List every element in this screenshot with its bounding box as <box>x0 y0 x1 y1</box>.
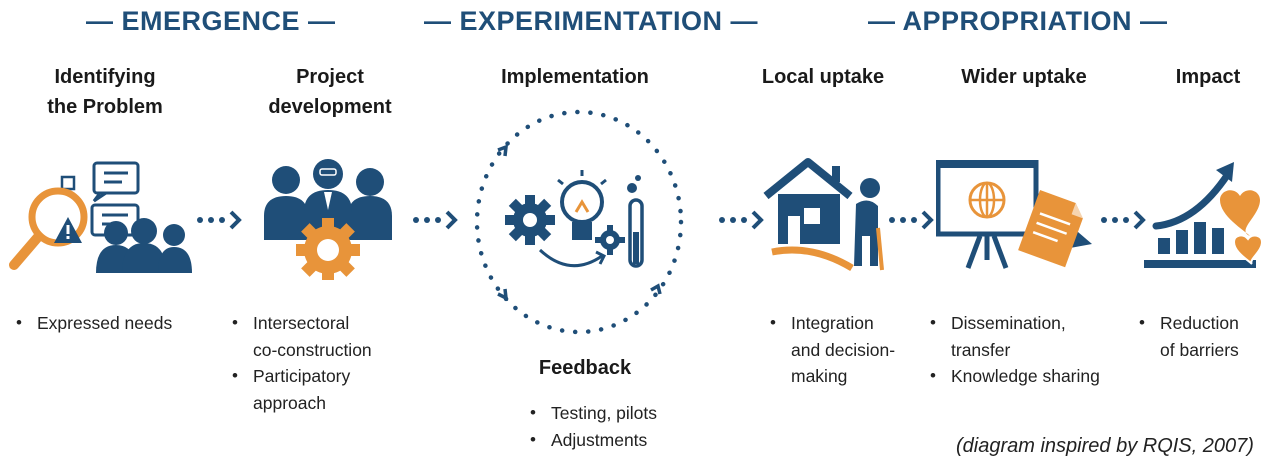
list-item-line: and decision- <box>791 339 896 360</box>
team-gear-icon <box>264 159 392 280</box>
list-item-line: approach <box>253 392 326 413</box>
list-item: Participatory approach <box>228 363 372 416</box>
list-item-line: of barriers <box>1160 339 1239 360</box>
list-item-line: transfer <box>951 339 1011 360</box>
list-item-line: Reduction <box>1160 313 1239 333</box>
step-title-wider: Wider uptake <box>961 66 1087 88</box>
feedback-bullets: Testing, pilots Adjustments <box>526 400 657 453</box>
list-item: Intersectoral co-construction <box>228 310 372 363</box>
list-item-line: making <box>791 366 848 386</box>
list-item: Dissemination, transfer <box>926 310 1100 363</box>
list-item-line: Integration <box>791 313 874 333</box>
list-item: Expressed needs <box>12 310 172 337</box>
step-title-implementation: Implementation <box>501 66 649 88</box>
dotted-arrow-icon <box>1101 210 1146 230</box>
project-bullets: Intersectoral co-construction Participat… <box>228 310 372 416</box>
innovation-cycle-icon <box>474 109 684 335</box>
list-item-line: Dissemination, <box>951 313 1066 333</box>
feedback-title: Feedback <box>538 357 632 379</box>
dotted-arrow-icon <box>197 210 242 230</box>
list-item: Reduction of barriers <box>1135 310 1239 363</box>
step-title-project: Project development <box>245 62 415 122</box>
phase-experimentation: — EXPERIMENTATION — <box>424 6 759 36</box>
impact-bullets: Reduction of barriers <box>1135 310 1239 363</box>
list-item: Testing, pilots <box>526 400 657 427</box>
dotted-arrow-icon <box>719 210 764 230</box>
presentation-board-icon <box>936 160 1092 269</box>
list-item-line: Participatory <box>253 366 351 386</box>
step-title-problem-line2: the Problem <box>47 96 163 118</box>
phase-emergence: — EMERGENCE — <box>86 6 336 36</box>
list-item: Knowledge sharing <box>926 363 1100 390</box>
list-item-line: co-construction <box>253 339 372 360</box>
list-item: Adjustments <box>526 427 657 454</box>
dotted-arrow-icon <box>889 210 934 230</box>
local-bullets: Integration and decision- making <box>766 310 895 390</box>
search-problem-icon <box>9 161 192 273</box>
diagram-caption: (diagram inspired by RQIS, 2007) <box>956 435 1254 457</box>
list-item-line: Intersectoral <box>253 313 350 333</box>
growth-chart-hearts-icon <box>1144 162 1264 268</box>
step-title-impact: Impact <box>1175 66 1241 88</box>
step-title-problem: Identifying the Problem <box>20 62 190 122</box>
step-title-local: Local uptake <box>761 66 885 88</box>
wider-bullets: Dissemination, transfer Knowledge sharin… <box>926 310 1100 390</box>
dotted-arrow-icon <box>413 210 458 230</box>
step-title-project-line2: development <box>268 96 392 118</box>
step-title-problem-line1: Identifying <box>54 66 156 88</box>
step-title-project-line1: Project <box>296 66 364 88</box>
problem-bullets: Expressed needs <box>12 310 172 337</box>
phase-appropriation: — APPROPRIATION — <box>868 6 1168 36</box>
list-item: Integration and decision- making <box>766 310 895 390</box>
house-elder-icon <box>763 158 884 272</box>
